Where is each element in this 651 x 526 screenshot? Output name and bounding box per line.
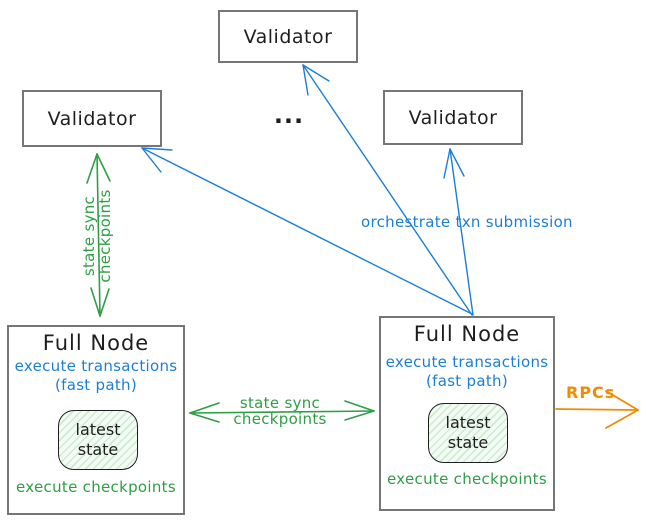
validator-right-box: Validator <box>383 90 523 145</box>
latest-state-right-line1: latest <box>445 413 491 432</box>
validator-top-box: Validator <box>218 10 358 63</box>
full-node-left-footer: execute checkpoints <box>16 478 176 496</box>
full-node-right-box: Full Node execute transactions (fast pat… <box>379 316 555 511</box>
state-sync-vertical-label-line1: state sync <box>80 195 98 277</box>
orchestrate-txn-label: orchestrate txn submission <box>361 213 573 231</box>
full-node-right-footer: execute checkpoints <box>387 470 547 488</box>
state-sync-vertical-arrow <box>86 153 111 317</box>
orchestrate-arrow-right <box>443 148 474 316</box>
validator-right-label: Validator <box>408 106 498 129</box>
rpcs-label: RPCs <box>566 383 616 402</box>
full-node-right-title: Full Node <box>413 322 521 346</box>
validator-left-label: Validator <box>47 107 137 130</box>
orchestrate-arrow-top <box>302 64 473 316</box>
validators-ellipsis: ... <box>273 101 305 129</box>
full-node-left-box: Full Node execute transactions (fast pat… <box>7 325 185 515</box>
validator-left-box: Validator <box>22 90 162 147</box>
latest-state-left-box: latest state <box>58 410 138 470</box>
latest-state-right-line2: state <box>447 433 489 452</box>
full-node-left-exec-line2: (fast path) <box>54 376 138 394</box>
full-node-right-exec-line1: execute transactions <box>385 353 549 371</box>
latest-state-left-line1: latest <box>75 420 121 439</box>
rpcs-arrow <box>555 390 639 429</box>
latest-state-right-box: latest state <box>428 403 508 463</box>
orchestrate-arrow-left <box>141 147 473 315</box>
latest-state-left-line2: state <box>77 440 119 459</box>
state-sync-vertical-label-line2: checkpoints <box>96 189 114 283</box>
state-sync-horizontal-label: state sync checkpoints <box>228 395 332 427</box>
state-sync-horizontal-label-line1: state sync <box>239 394 321 412</box>
state-sync-vertical-label: state sync checkpoints <box>80 181 115 291</box>
full-node-left-title: Full Node <box>42 331 150 355</box>
full-node-right-exec-line2: (fast path) <box>425 372 509 390</box>
validator-top-label: Validator <box>243 25 333 48</box>
full-node-left-exec-line1: execute transactions <box>14 357 178 375</box>
state-sync-horizontal-arrow <box>189 400 375 423</box>
state-sync-horizontal-label-line2: checkpoints <box>233 410 327 428</box>
